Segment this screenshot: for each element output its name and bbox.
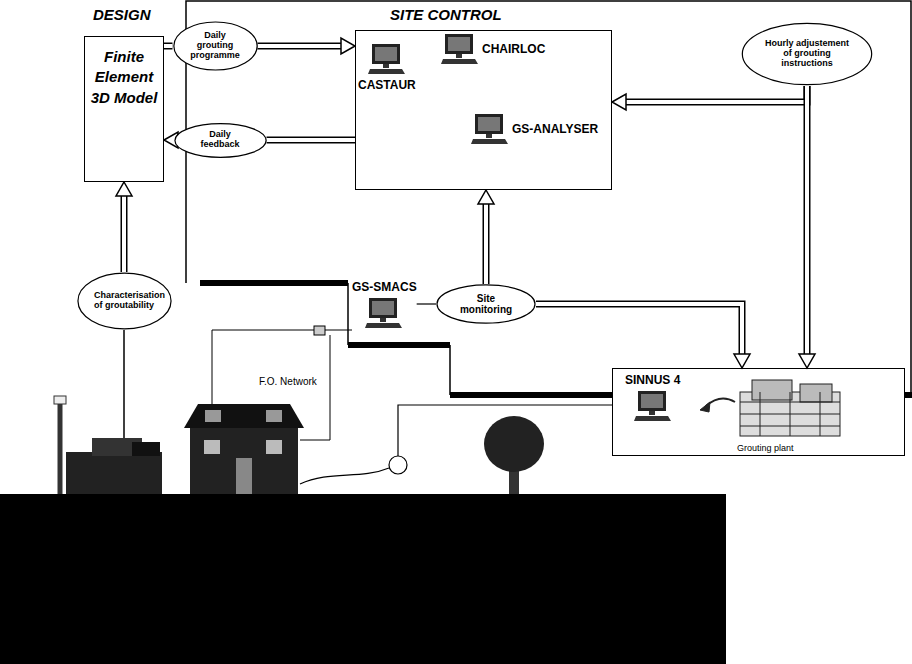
process-box: SITE CONTROLCASTAURCHAIRLOCGS-ANALYSER [355,30,612,190]
section-heading: DESIGN [92,6,152,23]
plant-machinery [700,380,840,436]
connector-fill [258,44,343,48]
tree [484,416,544,494]
connector [478,190,494,284]
connector [116,182,132,272]
connector-fill [267,138,356,142]
computer-label: GS-SMACS [352,280,417,294]
connector [164,46,173,47]
connector [417,304,436,305]
arrow-head [478,190,494,204]
connector-outline [258,43,343,50]
connector [258,38,356,54]
ellipse-label: Daily grouting programme [189,31,242,61]
connector-outline [483,203,490,284]
computer-icon [365,297,403,329]
connector-outline [121,195,128,272]
injection-line [300,405,612,484]
connector-outline [267,137,356,144]
computer-label: CHAIRLOC [482,42,545,56]
connector-fill [484,203,488,284]
connector-outline [536,304,742,355]
connector-fill [625,86,807,102]
connector-fill [805,86,809,355]
computer-node: GS-SMACS [352,280,417,329]
connector-fill [536,304,742,355]
network-label: F.O. Network [258,376,318,387]
ellipse-node: Hourly adjustement of grouting instructi… [741,22,873,86]
computer-node: GS-ANALYSER [471,113,598,145]
plant-caption: Grouting plant [737,443,794,453]
ellipse-label: Daily feedback [191,130,249,150]
ellipse-node: Daily feedback [174,123,267,158]
connector-outline [804,86,811,355]
ellipse-node: Daily grouting programme [173,21,258,71]
connector-line [417,303,436,304]
computer-label: SINNUS 4 [625,373,680,387]
computer-icon [368,43,406,75]
connector [536,304,750,368]
ellipse-label: Site monitoring [455,293,518,315]
section-heading: SITE CONTROL [390,6,502,23]
connector-fill [164,44,173,48]
computer-node: SINNUS 4 [625,373,680,422]
arrow-head [612,94,626,110]
connector [612,86,807,110]
connector-fill [122,195,126,272]
region-outline [186,1,912,395]
computer-label: CASTAUR [358,78,416,92]
arrow-head [799,354,815,368]
drill-rig [54,330,162,494]
ellipse-label: Characterisation of groutability [94,291,154,311]
model-title: Finite Element 3D Model [89,47,159,108]
connector [267,140,356,141]
ellipse-label: Hourly adjustement of grouting instructi… [765,39,850,69]
process-box: Grouting plant SINNUS 4 [612,368,905,456]
computer-label: GS-ANALYSER [512,122,598,136]
computer-node: CHAIRLOC [441,33,545,65]
connector-outline [164,43,173,50]
arrow-head [116,182,132,196]
connector-outline [625,86,807,102]
computer-icon [441,33,479,65]
ground [0,494,726,664]
connector [799,86,815,368]
process-box: Finite Element 3D Model [84,36,164,182]
house [184,404,304,494]
ellipse-node: Characterisation of groutability [77,272,172,330]
computer-icon [634,390,672,422]
arrow-head [734,354,750,368]
computer-icon [471,113,509,145]
arrow-head [341,38,355,54]
computer-node: CASTAUR [358,43,416,92]
ellipse-node: Site monitoring [436,284,536,324]
